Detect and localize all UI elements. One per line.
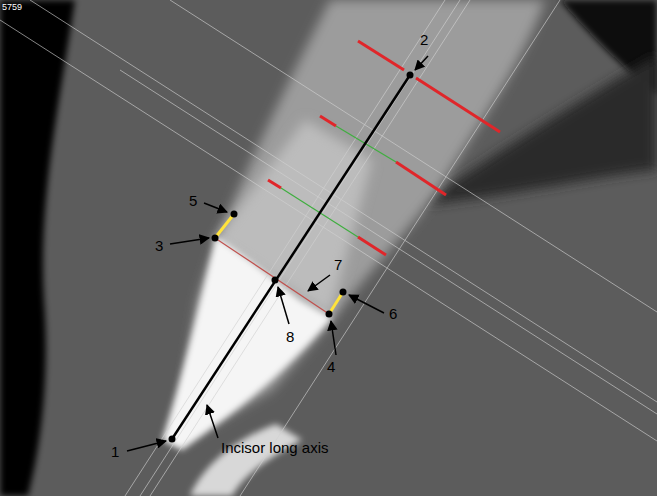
incisor-crown <box>162 236 332 450</box>
red-marker <box>416 78 500 132</box>
callout-number: 5 <box>189 193 197 208</box>
callout-number: 3 <box>155 238 163 253</box>
callout-number: 4 <box>327 359 335 374</box>
red-marker <box>358 237 386 255</box>
reference-line <box>120 70 657 414</box>
air-region <box>0 0 75 496</box>
image-id: 5759 <box>2 3 22 12</box>
yellow-measure <box>329 292 343 314</box>
landmark-dot <box>407 72 414 79</box>
pointer-arrow <box>207 405 218 438</box>
landmark-dot <box>340 289 347 296</box>
callout-number: 7 <box>334 257 342 272</box>
red-marker <box>320 116 336 126</box>
reference-line <box>170 0 657 312</box>
cej-line <box>215 238 329 314</box>
callout-number: 6 <box>389 306 397 321</box>
callout-number: 8 <box>286 329 294 344</box>
reference-line <box>140 0 460 496</box>
reference-line <box>125 0 445 496</box>
pointer-arrow <box>170 238 209 244</box>
landmark-dot <box>272 277 279 284</box>
callout-number: 1 <box>111 444 119 459</box>
red-marker <box>396 162 446 195</box>
landmark-dot <box>169 436 176 443</box>
landmark-dot <box>326 311 333 318</box>
landmark-dot <box>231 211 238 218</box>
incisor-long-axis <box>172 75 410 439</box>
reference-line <box>240 0 560 496</box>
reference-line <box>0 20 657 441</box>
reference-line <box>30 0 657 402</box>
landmark-dots <box>169 72 414 443</box>
pointer-arrow <box>349 295 384 313</box>
pointer-arrow <box>331 321 336 355</box>
pointer-arrow <box>278 287 289 324</box>
axis-label: Incisor long axis <box>221 440 329 455</box>
callout-number: 2 <box>420 32 428 47</box>
yellow-measure <box>215 214 234 238</box>
pointer-arrow <box>127 441 166 451</box>
pointer-arrow <box>308 275 330 291</box>
red-marker <box>268 180 281 188</box>
lower-incisor <box>190 424 302 496</box>
reference-line <box>150 0 470 496</box>
pointer-arrow <box>204 203 227 212</box>
landmark-dot <box>212 235 219 242</box>
pointer-arrows <box>127 56 428 451</box>
red-marker <box>358 41 404 70</box>
pointer-arrow <box>415 56 428 70</box>
width-markers <box>268 41 500 255</box>
